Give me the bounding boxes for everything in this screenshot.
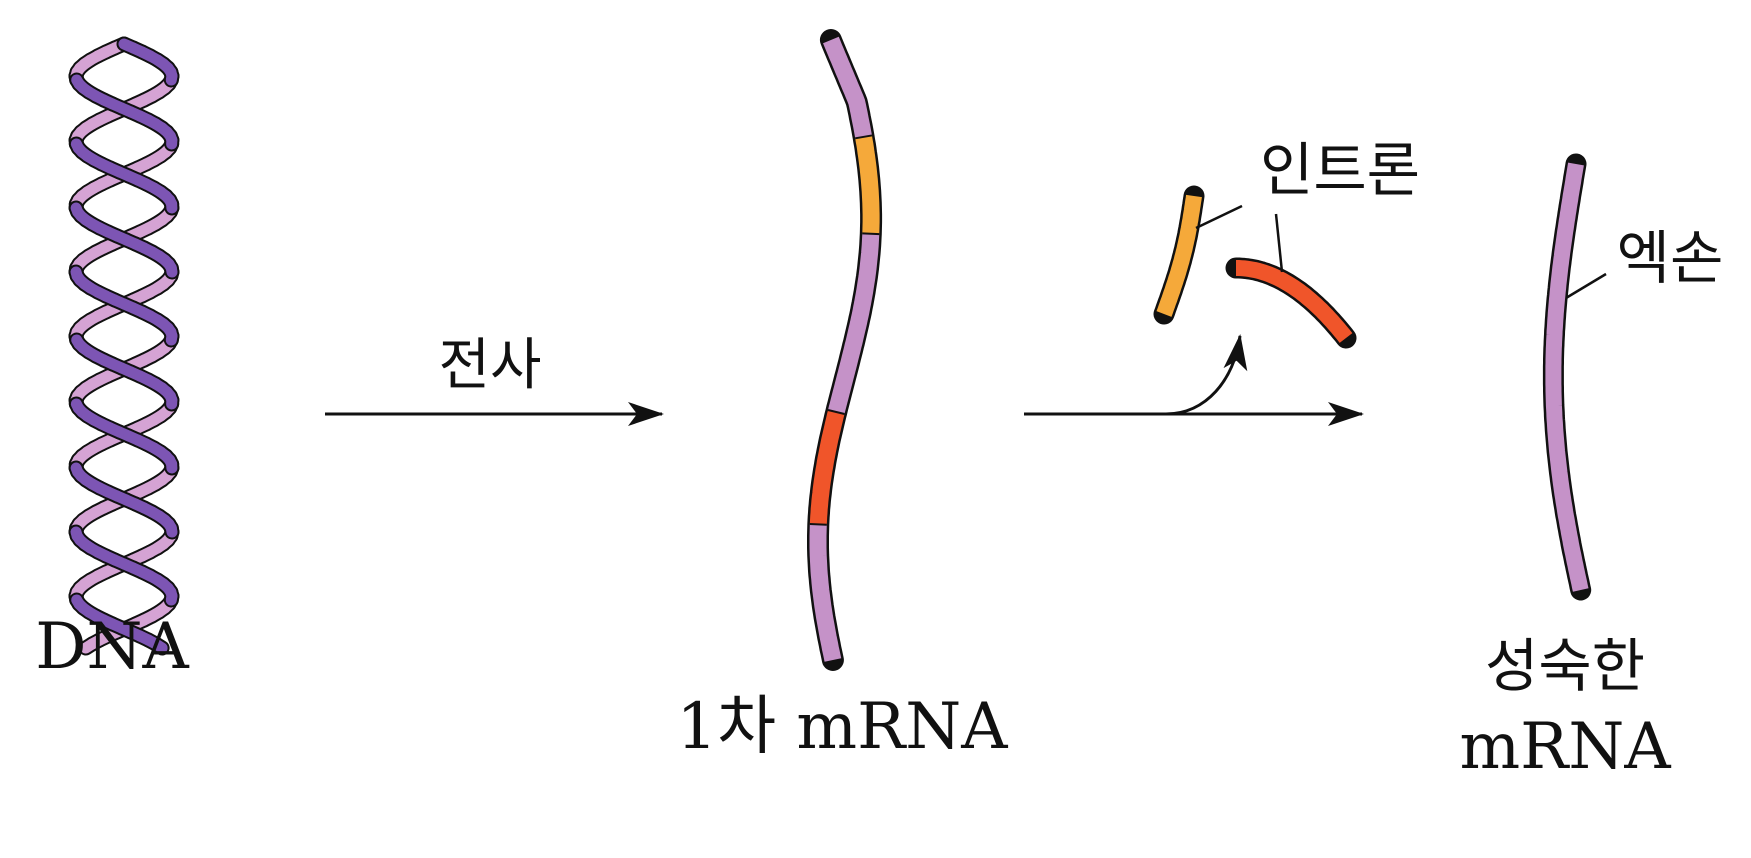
segment-boundary (862, 232, 880, 236)
segment-boundary (855, 134, 873, 140)
intron-pointer-yellow (1195, 204, 1243, 230)
intron-pointer-red (1274, 213, 1284, 273)
segment-boundary (827, 408, 845, 416)
exon-segment (809, 524, 842, 662)
dna-strand-front (165, 262, 178, 278)
dna-label: DNA (35, 610, 189, 684)
dna-strand-front (165, 70, 178, 86)
mature-mrna-label-line1: 성숙한 (1485, 632, 1645, 700)
transcription-label: 전사 (438, 333, 541, 398)
exon-segment (823, 36, 872, 139)
dna-strand-front (165, 330, 178, 346)
intron-label: 인트론 (1260, 136, 1420, 204)
excised-introns (1153, 185, 1357, 349)
excised-intron-red (1236, 260, 1353, 343)
intron-segment-red (809, 409, 845, 525)
excised-intron-yellow (1156, 194, 1202, 317)
dna-double-helix (68, 36, 180, 656)
primary-mrna-strand (807, 29, 883, 671)
intron-segment-yellow (855, 135, 880, 235)
primary-mrna-label: 1차 mRNA (676, 690, 1008, 764)
dna-strand-front (165, 522, 178, 538)
splicing-arrow (1024, 334, 1364, 426)
mature-mrna-label-line2: mRNA (1459, 710, 1671, 784)
dna-strand-back (80, 638, 98, 654)
exon-pointer (1565, 272, 1607, 300)
exon-segment (828, 233, 880, 414)
dna-strand-front (165, 590, 178, 606)
dna-strand-front (150, 638, 168, 654)
exon-label: 엑손 (1617, 224, 1724, 292)
mature-exon-segment (1545, 162, 1589, 592)
mature-mrna-strand (1542, 153, 1592, 601)
segment-boundary (809, 523, 827, 526)
